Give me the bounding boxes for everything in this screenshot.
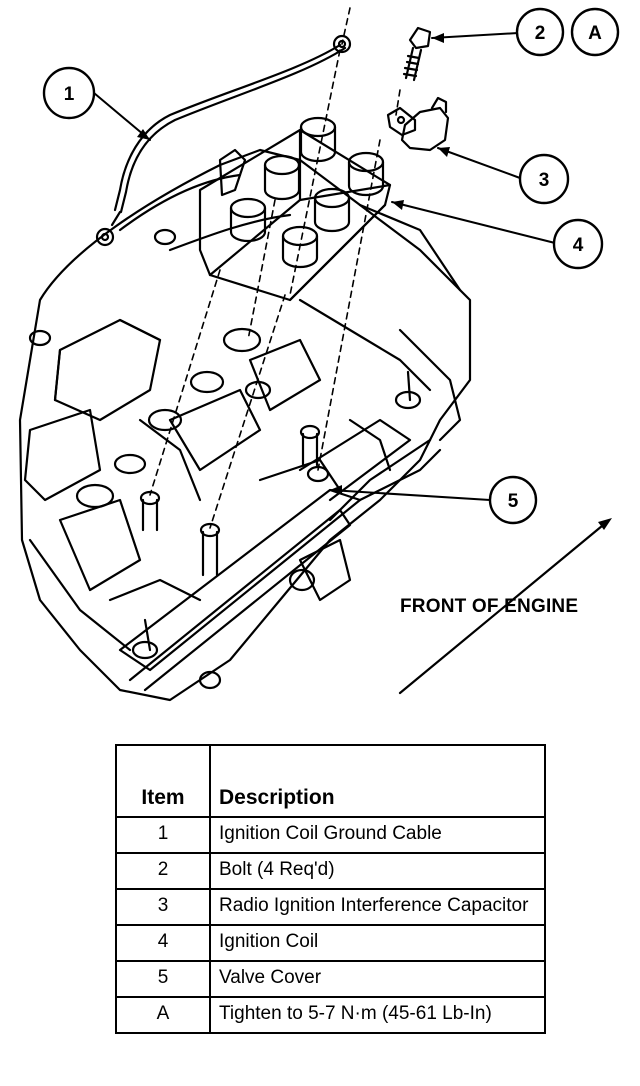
- engine-exploded-diagram: 1 2 A 3 4 5: [18, 7, 620, 702]
- description-cell: Tighten to 5-7 N·m (45-61 Lb-In): [209, 996, 546, 1034]
- callout-4: 4: [552, 218, 604, 270]
- table-row: 3 Radio Ignition Interference Capacitor: [115, 888, 546, 926]
- item-cell: 5: [115, 960, 211, 998]
- item-cell: 1: [115, 816, 211, 854]
- callout-3-label: 3: [539, 170, 550, 191]
- valve-cover-drawing: [118, 418, 442, 692]
- callout-a: A: [570, 7, 620, 57]
- front-of-engine-label: FRONT OF ENGINE: [400, 596, 579, 617]
- ground-cable-drawing: [95, 34, 352, 247]
- description-cell: Bolt (4 Req'd): [209, 852, 546, 890]
- item-column-header: Item: [115, 744, 211, 818]
- table-row: 4 Ignition Coil: [115, 924, 546, 962]
- legend-table: Item Description 1 Ignition Coil Ground …: [115, 744, 546, 1034]
- valve-cover-studs: [131, 370, 422, 690]
- bolt-drawing: [402, 26, 432, 82]
- callout-4-label: 4: [573, 235, 584, 256]
- alignment-lines: [149, 7, 401, 529]
- table-row: 2 Bolt (4 Req'd): [115, 852, 546, 890]
- capacitor-drawing: [386, 96, 450, 152]
- table-row: 1 Ignition Coil Ground Cable: [115, 816, 546, 854]
- callout-3: 3: [518, 153, 570, 205]
- callout-1-label: 1: [64, 84, 75, 105]
- item-cell: 4: [115, 924, 211, 962]
- legend-header-row: Item Description: [115, 744, 546, 818]
- callout-2: 2: [515, 7, 565, 57]
- callout-1: 1: [42, 66, 96, 120]
- item-cell: 3: [115, 888, 211, 926]
- callout-2-label: 2: [535, 23, 546, 44]
- item-cell: 2: [115, 852, 211, 890]
- description-cell: Ignition Coil: [209, 924, 546, 962]
- table-row: A Tighten to 5-7 N·m (45-61 Lb-In): [115, 996, 546, 1034]
- description-cell: Radio Ignition Interference Capacitor: [209, 888, 546, 926]
- callout-a-label: A: [588, 23, 602, 44]
- description-cell: Ignition Coil Ground Cable: [209, 816, 546, 854]
- front-of-engine-arrow: [398, 519, 610, 695]
- arrowheads: [137, 33, 612, 530]
- callout-5: 5: [488, 475, 538, 525]
- description-column-header: Description: [209, 744, 546, 818]
- spark-plug-bores: [28, 228, 272, 509]
- description-cell: Valve Cover: [209, 960, 546, 998]
- item-cell: A: [115, 996, 211, 1034]
- callout-5-label: 5: [508, 491, 519, 512]
- coil-towers: [218, 116, 385, 269]
- table-row: 5 Valve Cover: [115, 960, 546, 998]
